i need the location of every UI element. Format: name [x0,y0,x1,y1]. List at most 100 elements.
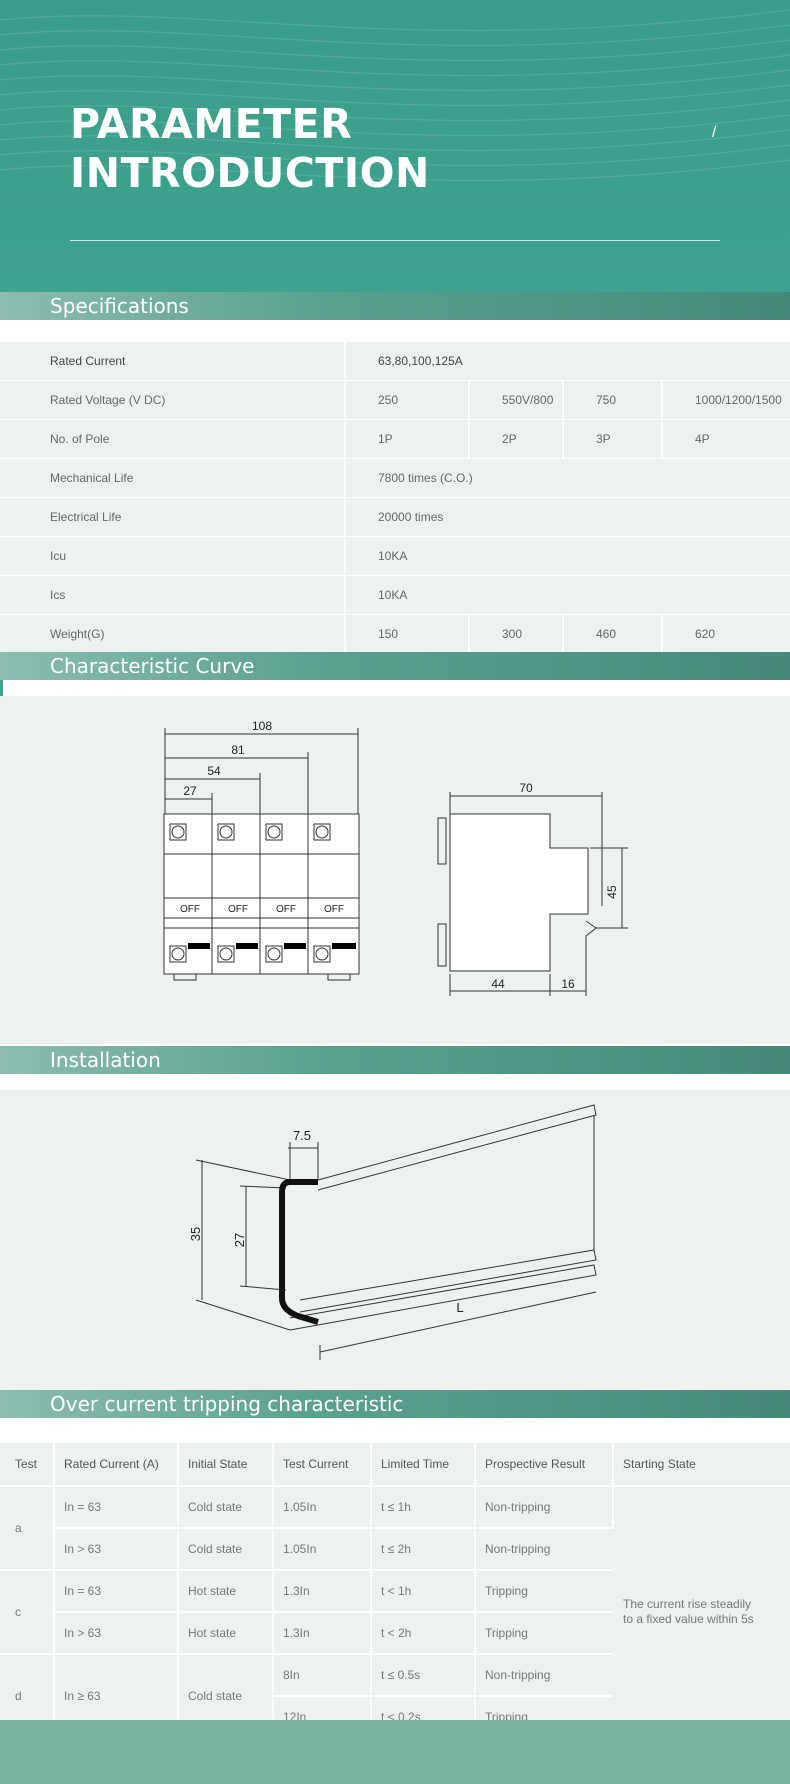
tripping-table: Test Rated Current (A) Initial State Tes… [0,1443,790,1739]
table-cell: In > 63 [54,1612,179,1655]
spec-value: 63,80,100,125A [345,342,790,381]
table-row: In > 63 Cold state 1.05In t ≤ 2h Non-tri… [0,1528,790,1571]
dim-70: 70 [519,781,533,795]
section-title: Over current tripping characteristic [50,1392,404,1416]
table-cell: t ≤ 2h [371,1528,476,1571]
table-cell: In > 63 [54,1528,179,1571]
spec-value: 10KA [345,575,790,615]
dim-35: 35 [188,1227,203,1241]
spec-label: Icu [0,536,346,576]
table-cell: In = 63 [54,1486,179,1529]
dim-108: 108 [252,719,272,733]
dim-44: 44 [491,977,505,991]
table-cell: 1.05In [273,1528,372,1571]
section-bar-installation: Installation [0,1046,790,1074]
column-header: Limited Time [371,1443,476,1487]
hero-banner: PARAMETER INTRODUCTION / [0,0,790,292]
spec-label: Weight(G) [0,614,346,654]
spec-value: 750 [562,380,662,420]
column-header: Initial State [178,1443,274,1487]
spec-label: Mechanical Life [0,458,346,498]
spec-value: 460 [562,614,662,654]
table-row: Rated Voltage (V DC) 250 550V/800 750 10… [0,380,790,420]
spec-value: 150 [345,614,469,654]
dim-16: 16 [561,977,575,991]
dim-27: 27 [183,784,197,798]
spec-value: 3P [562,419,662,459]
table-cell: 8In [273,1654,372,1697]
dim-27: 27 [232,1233,247,1247]
spec-label: Ics [0,575,346,615]
table-cell: In = 63 [54,1570,179,1613]
spec-label: Rated Voltage (V DC) [0,380,346,420]
table-cell: Non-tripping [475,1654,613,1697]
title-line-2: INTRODUCTION [70,149,430,197]
table-header-row: Test Rated Current (A) Initial State Tes… [0,1443,790,1487]
table-cell: Cold state [178,1486,274,1529]
wave-pattern [0,9,790,182]
table-row: Ics 10KA [0,575,790,615]
column-header: Prospective Result [475,1443,614,1487]
table-row: No. of Pole 1P 2P 3P 4P [0,419,790,459]
table-cell: Hot state [178,1612,274,1655]
spec-label: Electrical Life [0,497,346,537]
table-row: Rated Current 63,80,100,125A [0,342,790,381]
table-cell: Tripping [475,1570,613,1613]
spec-value: 620 [661,614,790,654]
column-header: Test Current [273,1443,372,1487]
table-cell: 1.05In [273,1486,372,1529]
table-cell: 1.3In [273,1570,372,1613]
accent-line [0,680,3,696]
din-rail-drawing: 7.5 35 27 L [188,1104,597,1360]
table-cell: t ≤ 1h [371,1486,476,1529]
spec-label: No. of Pole [0,419,346,459]
starting-state-cell: The current rise steadily to a fixed val… [613,1486,790,1739]
spec-label: Rated Current [0,342,346,381]
column-header: Test [0,1443,55,1487]
dim-45: 45 [605,885,619,899]
test-cell: a [0,1486,55,1571]
spec-value: 4P [661,419,790,459]
table-row: c In = 63 Hot state 1.3In t < 1h Trippin… [0,1570,790,1655]
spec-value: 7800 times (C.O.) [345,458,790,498]
dim-54: 54 [207,764,221,778]
table-row: In > 63 Hot state 1.3In t < 2h Tripping [0,1612,790,1655]
column-header: Rated Current (A) [54,1443,179,1487]
off-label: OFF [228,904,248,915]
section-title: Installation [50,1048,161,1072]
installation-panel: 7.5 35 27 L [0,1090,790,1390]
spec-value: 2P [468,419,563,459]
footer-band [0,1720,790,1784]
curve-panel: 108 81 54 27 70 45 44 16 OFF OFF OFF OFF [0,696,790,1044]
off-label: OFF [276,904,296,915]
section-title: Characteristic Curve [50,654,255,678]
table-cell: Non-tripping [475,1528,613,1571]
table-row: Electrical Life 20000 times [0,497,790,537]
spec-value: 250 [345,380,469,420]
dim-length: L [456,1300,463,1315]
table-cell: 1.3In [273,1612,372,1655]
specifications-table: Rated Current 63,80,100,125A Rated Volta… [0,342,790,654]
spec-value: 550V/800 [468,380,563,420]
table-cell: Tripping [475,1612,613,1655]
table-row: Weight(G) 150 300 460 620 [0,614,790,654]
dim-81: 81 [231,743,245,757]
test-cell: c [0,1570,55,1655]
column-header: Starting State [613,1443,790,1487]
decorative-slash: / [712,124,717,141]
breaker-dimension-drawing: 108 81 54 27 70 45 44 16 OFF OFF OFF OFF [163,719,628,996]
dim-7-5: 7.5 [293,1128,311,1143]
table-cell: Cold state [178,1528,274,1571]
spec-value: 1P [345,419,469,459]
title-line-1: PARAMETER [70,100,353,148]
spec-value: 10KA [345,536,790,576]
section-bar-specifications: Specifications [0,292,790,320]
off-label: OFF [180,904,200,915]
table-row: Icu 10KA [0,536,790,576]
page-title: PARAMETER INTRODUCTION [70,100,430,198]
spec-value: 300 [468,614,563,654]
spec-value: 20000 times [345,497,790,537]
section-bar-characteristic-curve: Characteristic Curve [0,652,790,680]
table-row: a In = 63 Cold state 1.05In t ≤ 1h Non-t… [0,1486,790,1739]
section-title: Specifications [50,294,189,318]
